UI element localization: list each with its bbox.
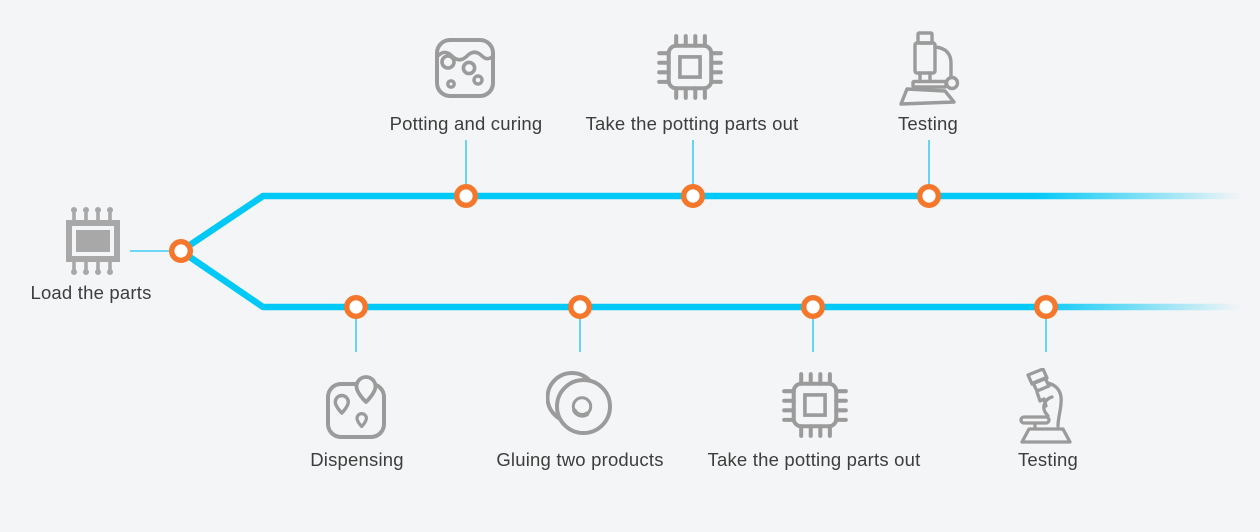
- chip-outline-icon: [657, 34, 723, 100]
- step-label-load-the-parts: Load the parts: [30, 282, 152, 303]
- chip-filled-icon: [66, 207, 120, 275]
- step-label-potting-and-curing: Potting and curing: [389, 113, 543, 134]
- step-label-testing-bottom: Testing: [1017, 449, 1079, 470]
- node-bottom-2: [568, 295, 593, 320]
- microscope-tilted-icon: [1019, 368, 1072, 444]
- node-top-2: [681, 183, 706, 208]
- node-bottom-1: [344, 295, 369, 320]
- node-bottom-4: [1033, 295, 1058, 320]
- potting-curing-icon: [435, 38, 495, 98]
- step-label-dispensing: Dispensing: [310, 449, 404, 470]
- step-label-gluing-two-products: Gluing two products: [496, 449, 664, 470]
- node-top-1: [454, 183, 479, 208]
- step-label-take-parts-out-top: Take the potting parts out: [585, 113, 799, 134]
- microscope-icon: [899, 31, 960, 106]
- gluing-two-products-icon: [546, 371, 612, 435]
- chip-outline-icon: [782, 372, 848, 438]
- step-label-take-parts-out-bottom: Take the potting parts out: [707, 449, 921, 470]
- bottom-branch-line: [179, 248, 1246, 311]
- node-start: [168, 238, 193, 263]
- node-bottom-3: [801, 295, 826, 320]
- top-branch-line: [179, 192, 1246, 254]
- step-label-testing-top: Testing: [897, 113, 959, 134]
- node-top-3: [917, 183, 942, 208]
- dispensing-icon: [326, 375, 386, 439]
